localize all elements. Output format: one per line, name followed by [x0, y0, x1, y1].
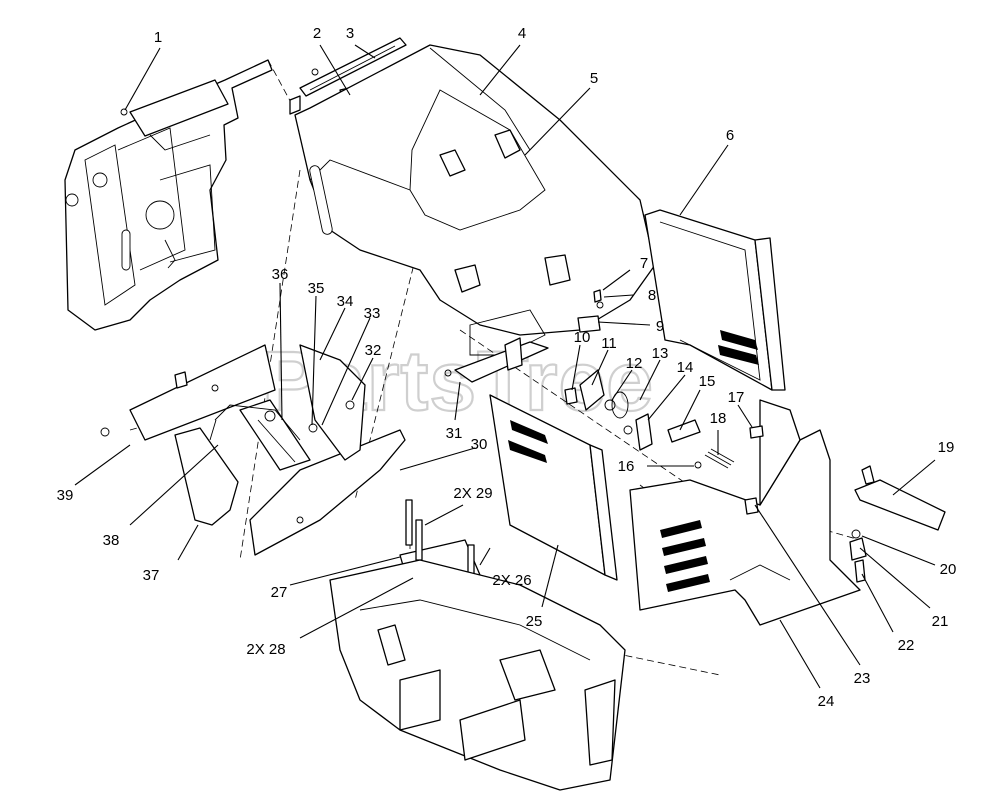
- callout-22: 22: [898, 637, 915, 654]
- callout-19: 19: [938, 439, 955, 456]
- callout-labels: 1 2 3 4 5 6 7 8 9 10 11 12 13 14 15 16 1…: [57, 25, 957, 710]
- callout-2: 2: [313, 25, 321, 42]
- callout-9: 9: [656, 318, 664, 335]
- callout-4: 4: [518, 25, 526, 42]
- part-1-bracket: [120, 79, 229, 151]
- leader-lines: [74, 44, 936, 689]
- callout-24: 24: [818, 693, 835, 710]
- part-37-guard: [174, 427, 239, 526]
- callout-3: 3: [346, 25, 354, 42]
- callout-7: 7: [640, 255, 648, 272]
- callout-36: 36: [272, 266, 289, 283]
- callout-11: 11: [601, 335, 617, 352]
- callout-6: 6: [726, 127, 734, 144]
- latch-hardware: [564, 289, 764, 515]
- callout-35: 35: [308, 280, 325, 297]
- callout-34: 34: [337, 293, 354, 310]
- callout-12: 12: [626, 355, 643, 372]
- callout-38: 38: [103, 532, 120, 549]
- callout-27: 27: [271, 584, 288, 601]
- callout-29: 2X 29: [453, 485, 492, 502]
- callout-16: 16: [618, 458, 635, 475]
- left-frame-panel: [64, 59, 273, 331]
- callout-14: 14: [677, 359, 694, 376]
- callout-18: 18: [710, 410, 727, 427]
- part-24-shroud: [629, 399, 861, 626]
- callout-5: 5: [590, 70, 598, 87]
- callout-10: 10: [574, 329, 591, 346]
- callout-30: 30: [471, 436, 488, 453]
- callout-32: 32: [365, 342, 382, 359]
- callout-26: 2X 26: [492, 572, 531, 589]
- callout-37: 37: [143, 567, 160, 584]
- part-39-plate: [100, 344, 276, 441]
- callout-25: 25: [526, 613, 543, 630]
- callout-8: 8: [648, 287, 656, 304]
- callout-13: 13: [652, 345, 669, 362]
- bottom-frame: [329, 559, 626, 791]
- part-19-bracket: [854, 465, 946, 531]
- part-38-rod: [209, 404, 301, 441]
- part-4-hood: [294, 44, 656, 356]
- part-31-bracket: [444, 337, 549, 383]
- part-25-panel: [489, 394, 618, 581]
- part-30-panel: [249, 429, 406, 556]
- callout-31: 31: [446, 425, 463, 442]
- callout-20: 20: [940, 561, 957, 578]
- callout-23: 23: [854, 670, 871, 687]
- callout-15: 15: [699, 373, 716, 390]
- callout-33: 33: [364, 305, 381, 322]
- callout-21: 21: [932, 613, 949, 630]
- part-6-panel: [644, 209, 786, 391]
- callout-1: 1: [154, 29, 162, 46]
- callout-28: 2X 28: [246, 641, 285, 658]
- callout-39: 39: [57, 487, 74, 504]
- callout-17: 17: [728, 389, 745, 406]
